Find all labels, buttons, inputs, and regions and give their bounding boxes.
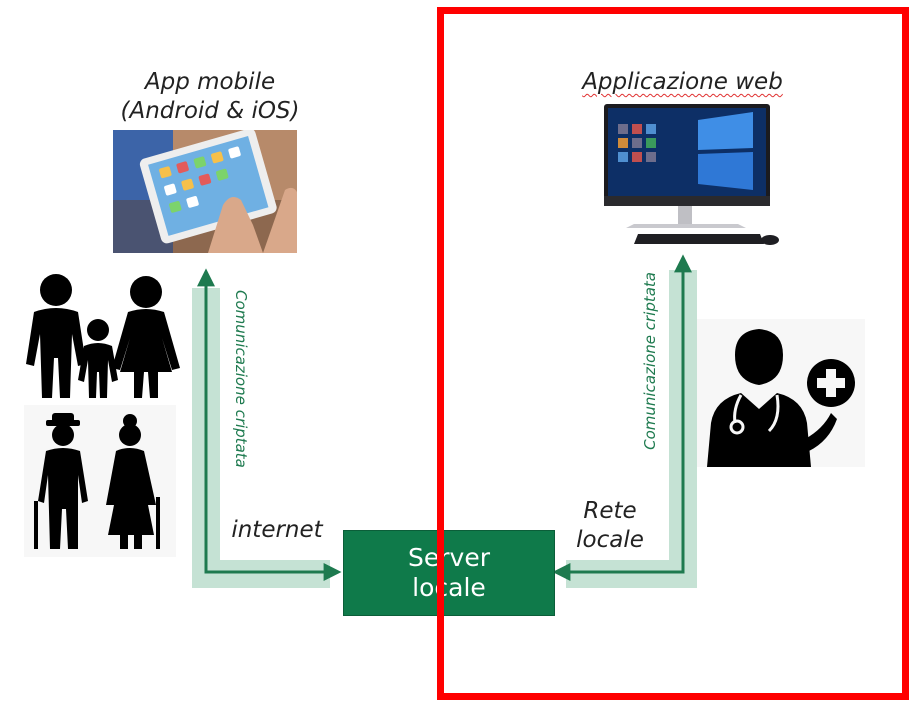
family-icon xyxy=(26,274,180,398)
mobile-app-line2: (Android & iOS) xyxy=(120,98,300,124)
doctor-icon xyxy=(697,319,865,467)
local-network-label: Rete locale xyxy=(565,497,655,555)
tablet-photo xyxy=(113,130,297,253)
server-line2: locale xyxy=(412,573,486,602)
left-encrypted-label: Comunicazione criptata xyxy=(232,290,250,468)
highlight-box xyxy=(437,7,909,700)
right-arrow xyxy=(552,254,692,581)
mobile-app-label: App mobile (Android & iOS) xyxy=(105,68,315,126)
local-network-line2: locale xyxy=(576,527,644,553)
server-line1: Server xyxy=(408,543,490,572)
elderly-couple-icon xyxy=(24,405,176,557)
local-server-box: Server locale xyxy=(343,530,555,616)
local-network-line1: Rete xyxy=(583,498,637,524)
web-app-label: Applicazione web xyxy=(565,68,800,97)
left-arrow xyxy=(197,268,342,581)
mobile-app-line1: App mobile xyxy=(144,69,276,95)
desktop-computer-photo xyxy=(578,100,784,252)
web-app-title: Applicazione web xyxy=(582,69,783,95)
internet-label: internet xyxy=(231,517,323,543)
